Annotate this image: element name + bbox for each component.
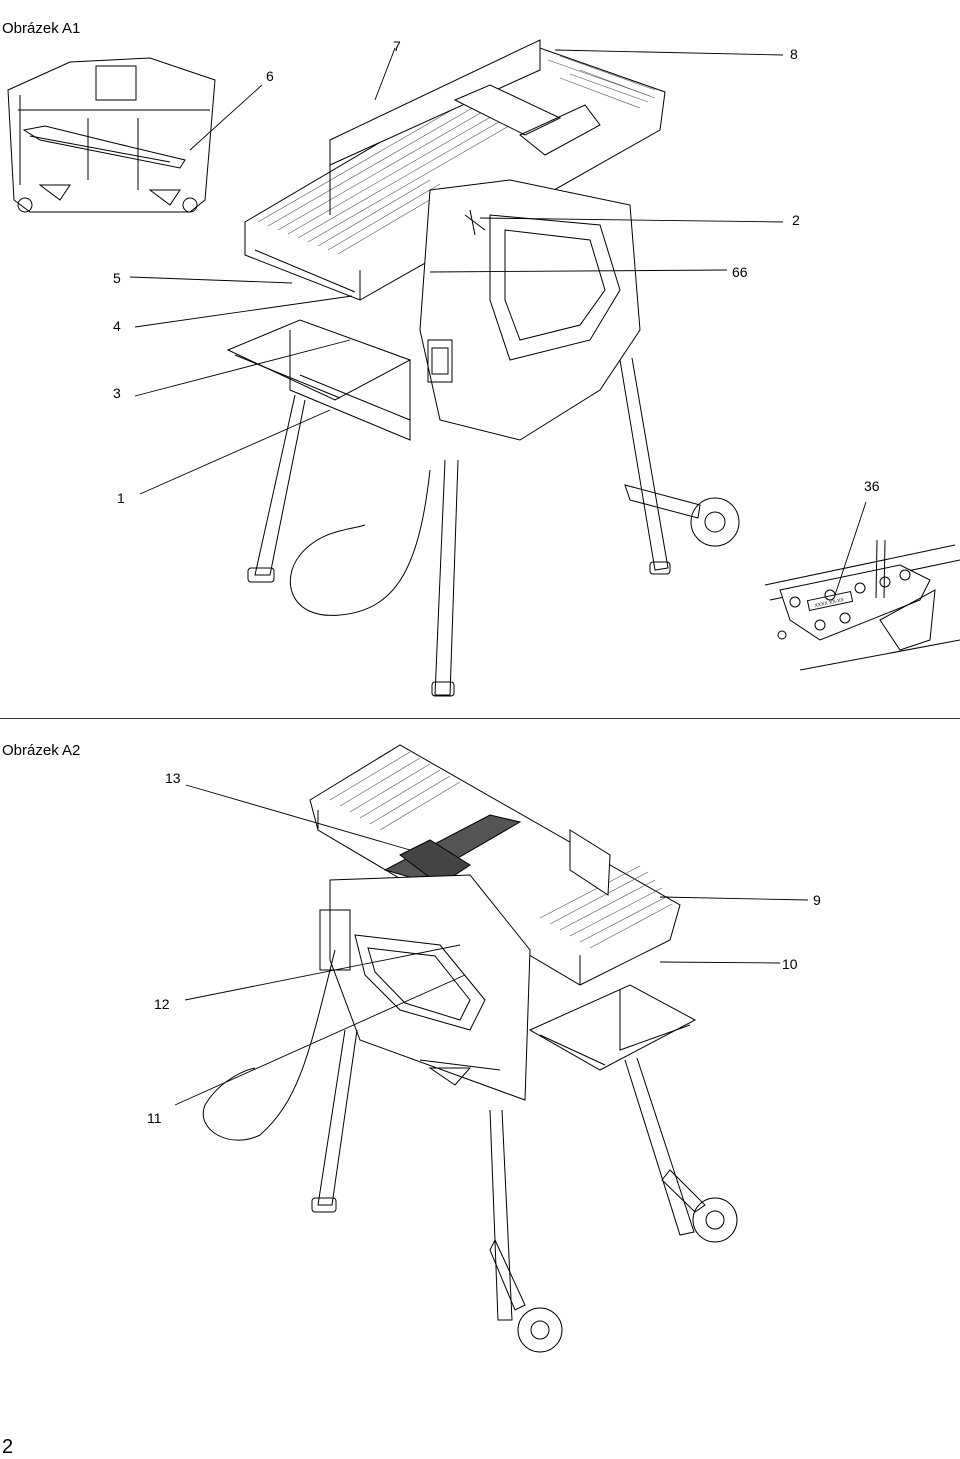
callout-9: 9: [813, 892, 821, 908]
page-number: 2: [2, 1436, 14, 1458]
callout-10: 10: [782, 956, 798, 972]
callout-3: 3: [113, 385, 121, 401]
callout-12: 12: [154, 996, 170, 1012]
callout-5: 5: [113, 270, 121, 286]
callout-2: 2: [792, 212, 800, 228]
a2-motor-housing: [320, 875, 530, 1100]
figure-a1-drawing: XXXX XX-XX: [0, 0, 960, 718]
stand-frame: [228, 320, 739, 696]
a2-stand-frame: [203, 950, 737, 1352]
callout-13: 13: [165, 770, 181, 786]
callout-11: 11: [147, 1110, 162, 1126]
callout-6: 6: [266, 68, 274, 84]
callout-36: 36: [864, 478, 880, 494]
callout-66: 66: [732, 264, 748, 280]
leader-lines-a2: [175, 785, 808, 1105]
a2-table-surface: [310, 745, 680, 985]
callout-4: 4: [113, 318, 121, 334]
figure-divider: [0, 718, 960, 719]
inset-label-plate: [765, 540, 960, 670]
callout-1: 1: [117, 490, 125, 506]
planer-table-surface: [245, 40, 665, 300]
figure-a2-title: Obrázek A2: [2, 742, 81, 759]
callout-7: 7: [393, 38, 401, 54]
callout-8: 8: [790, 46, 798, 62]
figure-a1-title: Obrázek A1: [2, 20, 81, 37]
inset-underside-view: [8, 58, 215, 212]
motor-housing: [420, 180, 640, 440]
leader-lines-a1: [130, 48, 866, 595]
